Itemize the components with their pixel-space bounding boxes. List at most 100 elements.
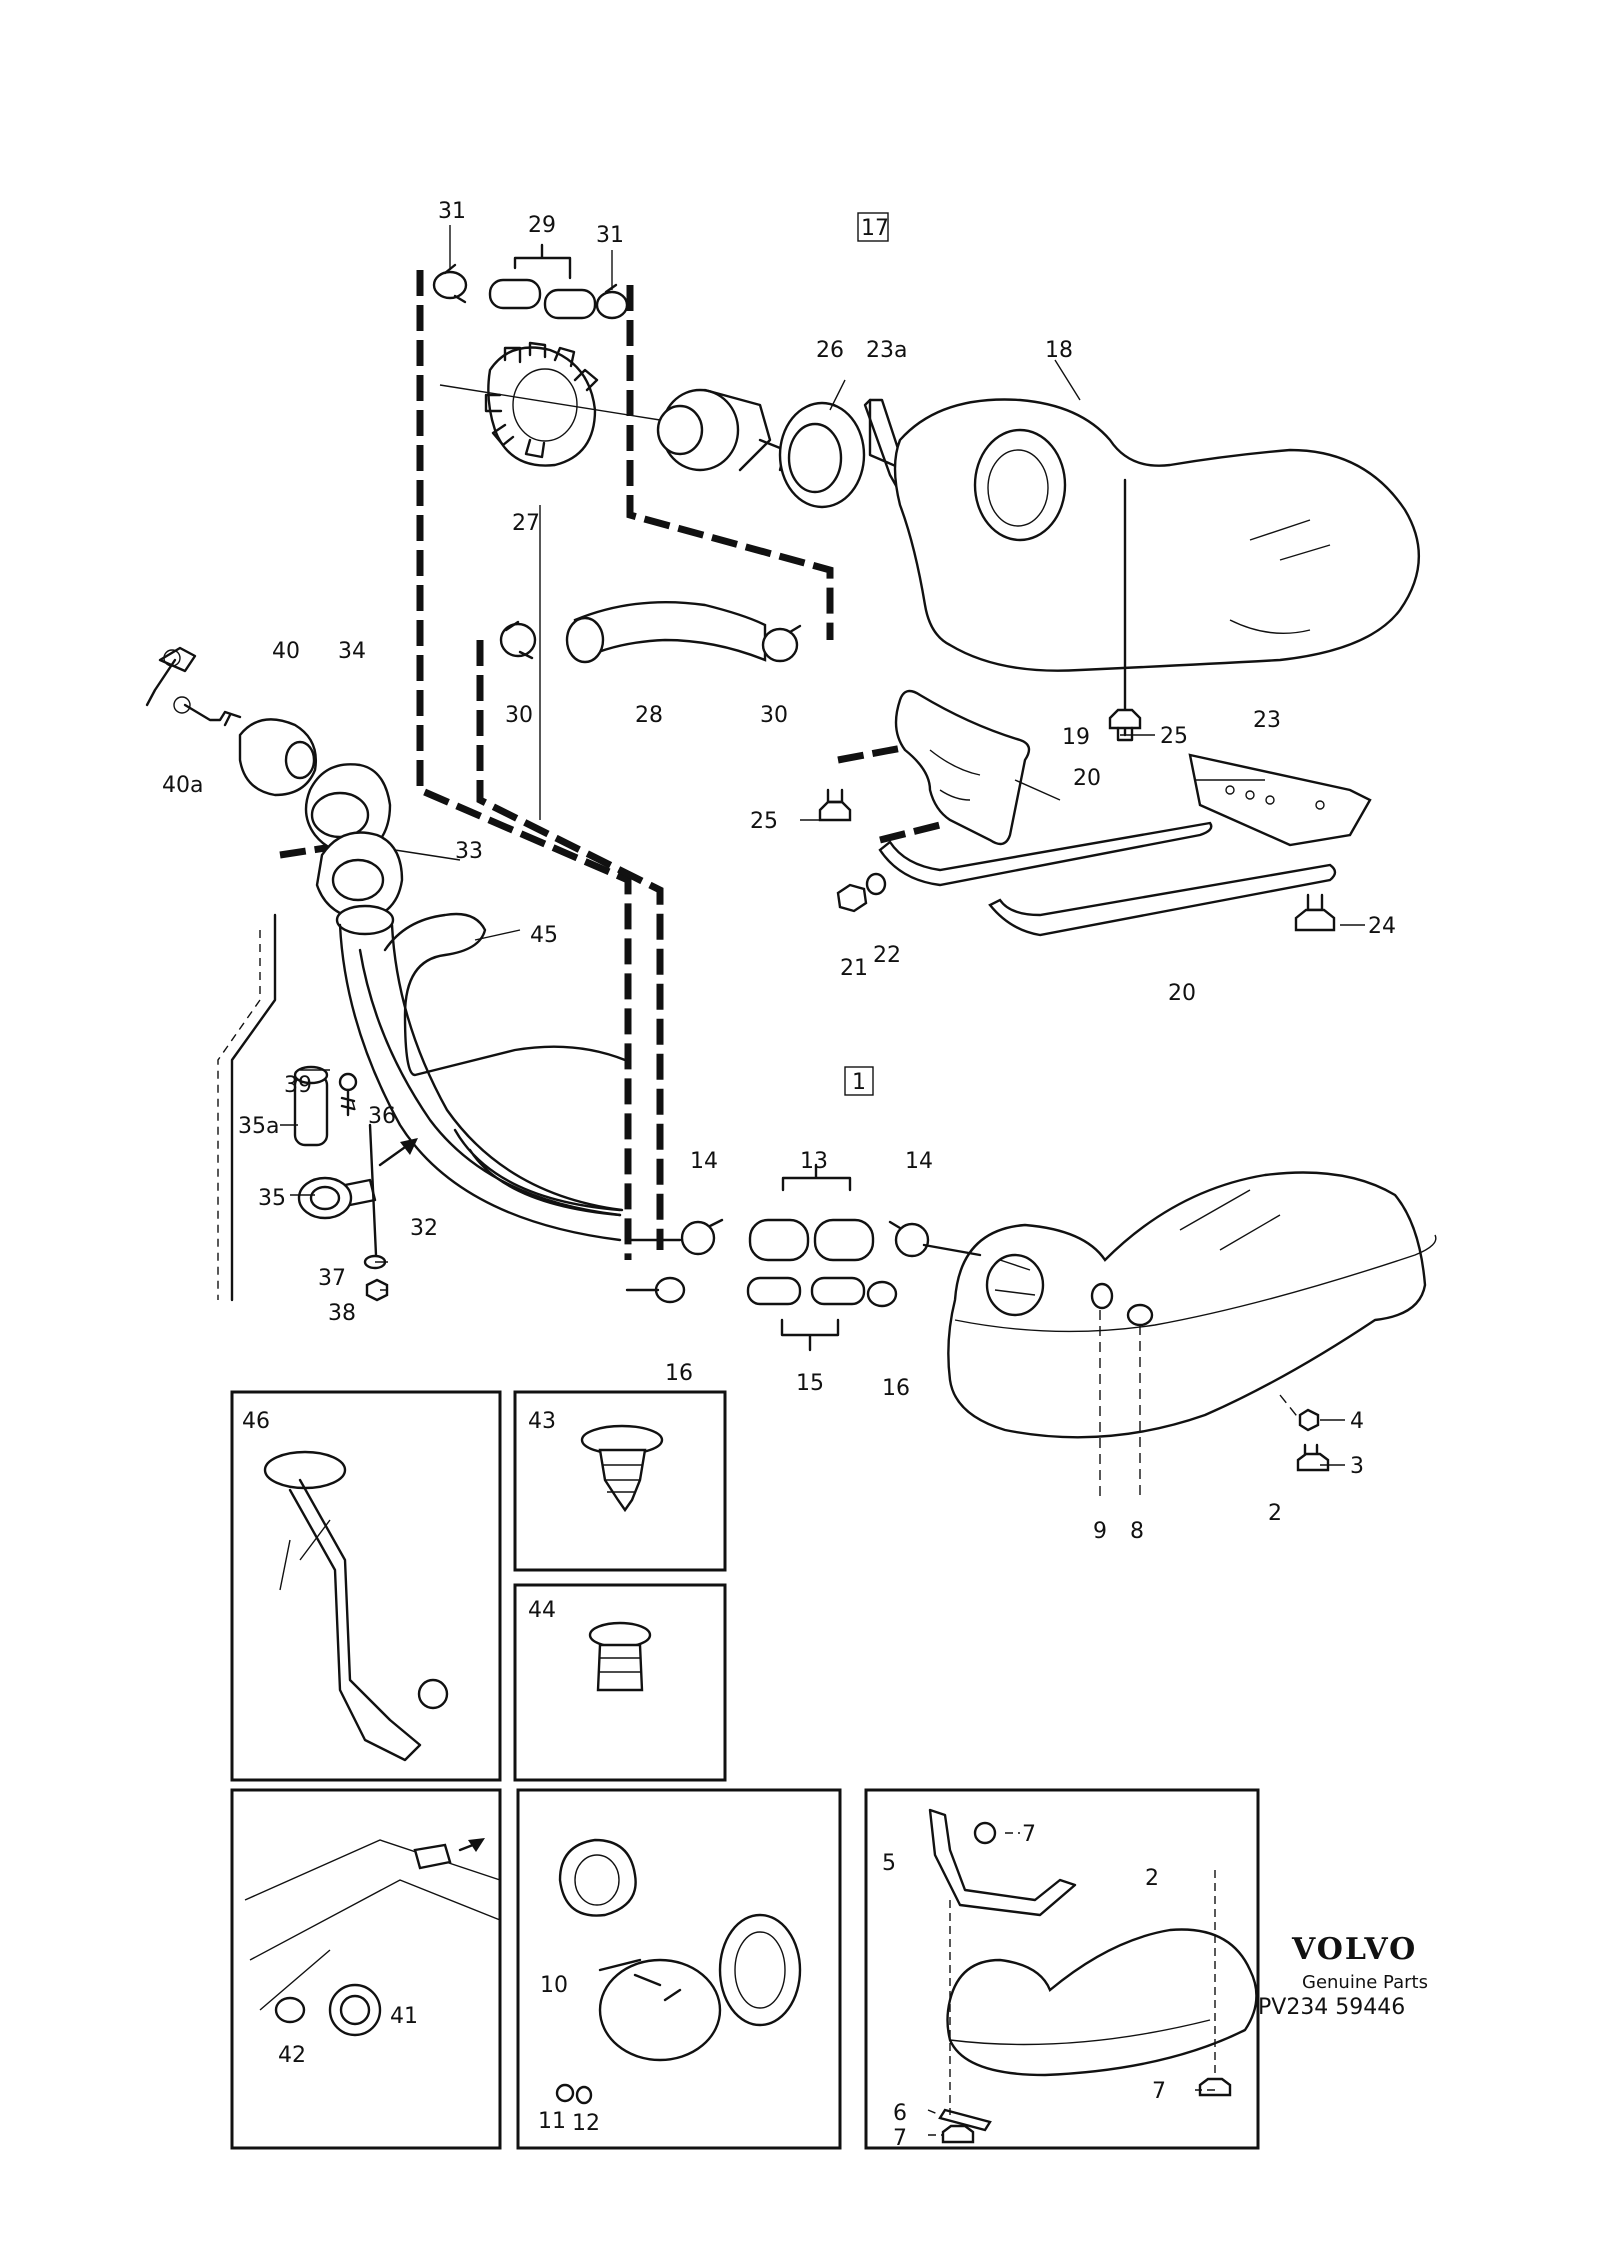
bolt-3 [1296,1443,1330,1472]
clamp-35 [297,1176,377,1220]
strap-20-upper [878,821,1213,887]
sleeve-35a [293,1065,329,1147]
callout-18: 18 [1045,338,1073,363]
callout-3: 3 [1350,1454,1364,1479]
washer-22 [865,872,887,896]
alt-pad-6 [938,2108,992,2132]
callout-11: 11 [538,2109,566,2134]
plug-8 [1126,1303,1154,1327]
callout-46: 46 [242,1409,270,1434]
callout-25-upper: 25 [1160,724,1188,749]
callout-16-right: 16 [882,1376,910,1401]
callout-17: 17 [861,216,889,241]
clamp-14-right [888,1220,930,1258]
callout-27: 27 [512,511,540,536]
vent-line-middle [476,640,664,1250]
callout-25-lower: 25 [750,809,778,834]
bracket-19 [894,689,1031,846]
callout-14-right: 14 [905,1149,933,1174]
callout-44: 44 [528,1598,556,1623]
alt-tank-2 [946,1928,1258,2077]
seal-ring-26 [778,401,866,509]
callout-40a: 40a [162,773,203,798]
callout-39: 39 [284,1073,312,1098]
alt-bolt-7-mid [1198,2077,1232,2097]
callout-31-right: 31 [596,223,624,248]
bolt-25-lower [818,788,852,822]
clamp-16-left [654,1276,686,1304]
callout-42: 42 [278,2043,306,2068]
callout-9: 9 [1093,1519,1107,1544]
callout-1: 1 [852,1070,866,1095]
callout-6: 6 [893,2101,907,2126]
brand-tagline: Genuine Parts [1302,1972,1428,1993]
floor-panel-41-42 [244,1838,501,2037]
fuel-tank-18 [893,398,1421,737]
bolt-24 [1294,893,1336,932]
clamp-31-right [595,283,629,320]
callout-8: 8 [1130,1519,1144,1544]
bracket-link-line [837,741,919,764]
callout-16-left: 16 [665,1361,693,1386]
clamp-16-right [866,1280,898,1308]
vent-hose-39 [230,913,277,1302]
callout-35: 35 [258,1186,286,1211]
screw-36 [338,1072,358,1117]
nut-4 [1298,1408,1320,1432]
inset-box-41-42 [230,1788,502,2150]
filler-cap-34 [304,763,392,854]
callout-12: 12 [572,2111,600,2136]
key-40a [145,646,242,727]
hose-28 [565,600,767,664]
filler-cover-33 [315,831,404,922]
callout-32: 32 [410,1216,438,1241]
lock-cylinder-40 [238,718,317,797]
diagram-reference: PV234 59446 [1258,1995,1406,2020]
brand-logo: VOLVO [1292,1932,1418,1967]
inset-box-2-7 [864,1788,1260,2150]
inset-box-10-12 [516,1788,842,2150]
clamp-31-left [432,263,468,304]
callout-7-mid: 7 [1152,2079,1166,2104]
push-clip-43 [580,1424,664,1513]
filler-flange-10-12 [555,1838,802,2105]
callout-10: 10 [540,1973,568,1998]
strap-20-lower [988,863,1337,937]
callout-1-box [844,1066,874,1096]
callout-17-box [857,212,889,242]
filler-neck-housing [656,388,787,472]
callout-29: 29 [528,213,556,238]
callout-41: 41 [390,2004,418,2029]
callout-24: 24 [1368,914,1396,939]
inset-box-43 [513,1390,727,1572]
filler-pipe-32 [335,904,624,1242]
callout-35a: 35a [238,1114,279,1139]
inset-box-44 [513,1583,727,1782]
hose-15 [746,1276,866,1306]
hose-29 [488,278,597,320]
fuel-tank-lower [947,1171,1437,1439]
callout-30-right: 30 [760,703,788,728]
leader-lines [280,225,1365,1466]
callout-20-upper: 20 [1073,766,1101,791]
alt-bolt-7-lower [941,2124,975,2144]
nut-38 [365,1278,389,1302]
clamp-14-left [680,1218,724,1256]
callout-40: 40 [272,639,300,664]
hose-13 [748,1218,875,1262]
callout-28: 28 [635,703,663,728]
callout-20-lower: 20 [1168,981,1196,1006]
vent-tube-45 [383,912,627,1077]
callout-45: 45 [530,923,558,948]
callout-21: 21 [840,956,868,981]
callout-36: 36 [368,1104,396,1129]
filler-cap-ring-27 [484,341,599,467]
callout-7-upper: 7 [1022,1822,1036,1847]
callout-19: 19 [1062,725,1090,750]
callout-33: 33 [455,839,483,864]
callout-34: 34 [338,639,366,664]
callout-37: 37 [318,1266,346,1291]
callout-14-left: 14 [690,1149,718,1174]
callout-4: 4 [1350,1409,1364,1434]
